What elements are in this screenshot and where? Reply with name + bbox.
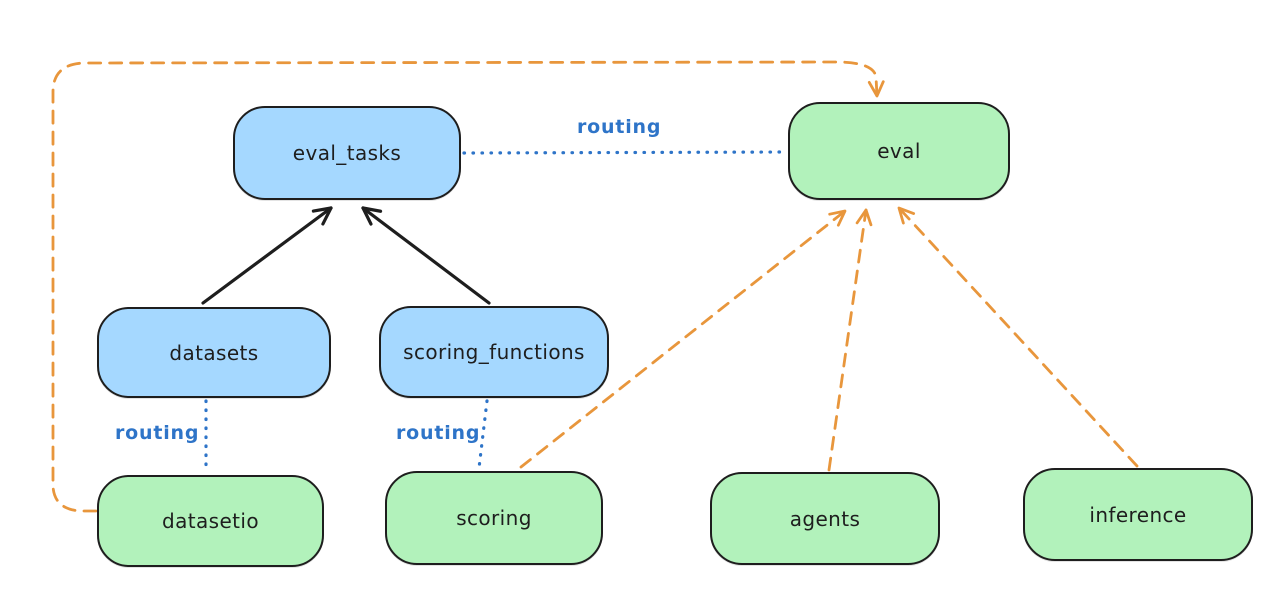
- node-scoring-functions-label: scoring_functions: [403, 340, 585, 364]
- edge-scoring-functions-to-scoring-routing: [477, 399, 489, 470]
- node-inference: inference: [1023, 468, 1253, 561]
- node-scoring: scoring: [385, 471, 603, 565]
- edge-inference-to-eval: [897, 206, 1139, 468]
- edge-datasetio-to-eval: [51, 60, 885, 513]
- node-agents-label: agents: [789, 506, 861, 531]
- node-datasetio-label: datasetio: [161, 509, 259, 533]
- node-datasets-label: datasets: [169, 340, 259, 365]
- routing-label-scoring-functions-scoring: routing: [396, 422, 481, 444]
- node-inference-label: inference: [1089, 502, 1187, 527]
- routing-label-eval-tasks-eval: routing: [577, 116, 662, 138]
- edge-eval-tasks-to-eval-routing: [462, 150, 788, 155]
- edge-agents-to-eval: [827, 208, 873, 472]
- node-datasets: datasets: [97, 307, 331, 398]
- node-datasetio: datasetio: [97, 475, 324, 567]
- node-eval-label: eval: [877, 139, 921, 163]
- node-eval: eval: [788, 102, 1010, 200]
- edge-scoring-functions-to-eval-tasks: [361, 206, 491, 305]
- edge-datasets-to-eval-tasks: [201, 206, 333, 305]
- node-agents: agents: [710, 472, 940, 565]
- node-scoring-label: scoring: [456, 506, 532, 530]
- node-scoring-functions: scoring_functions: [379, 306, 609, 398]
- node-eval-tasks-label: eval_tasks: [292, 141, 402, 165]
- node-eval-tasks: eval_tasks: [233, 106, 461, 200]
- routing-label-datasets-datasetio: routing: [115, 422, 200, 444]
- edge-scoring-to-eval: [519, 209, 847, 469]
